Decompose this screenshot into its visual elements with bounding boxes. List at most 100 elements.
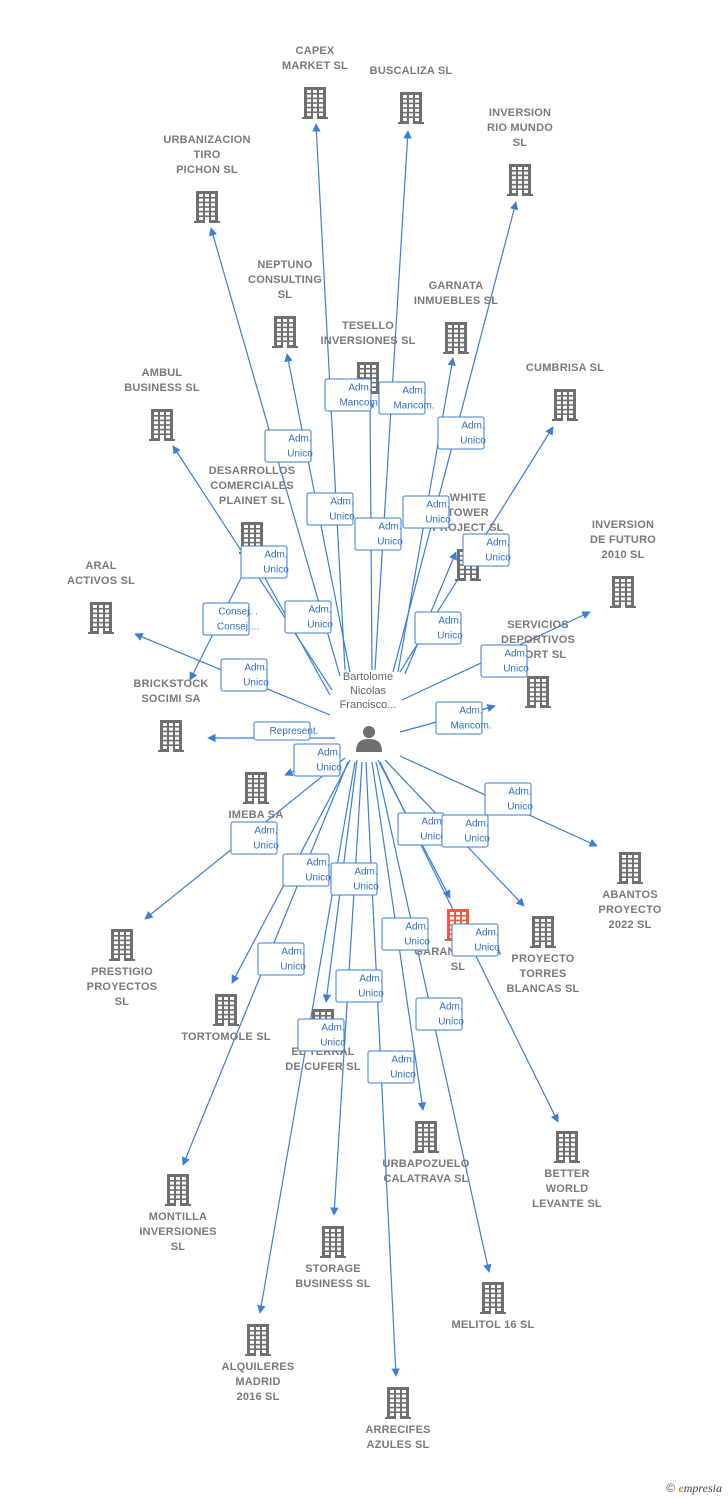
edge-label[interactable]: Adm.Mancom. [324,378,381,412]
edge-label[interactable]: Adm.Unico [230,821,279,855]
edge-label[interactable]: Adm.Unico [306,492,355,526]
edge-label-line: Mancom. [393,401,434,412]
edge-label-line: Consej. . [218,607,257,618]
edge-label[interactable]: Adm.Unico [381,917,430,951]
company-label-line: TORTOMOLE SL [181,1031,270,1043]
edge-label[interactable]: Adm.Unico [484,782,533,816]
edge-label-line: Unico [305,873,331,884]
person-node[interactable]: Bartolome Nicolas Francisco... [340,671,397,752]
edge-label[interactable]: Adm.Unico [354,517,403,551]
edge-label[interactable]: Adm.Unico [414,611,463,645]
company-label-line: LEVANTE SL [532,1198,602,1210]
company-node-melitol[interactable]: MELITOL 16 SL [452,1282,535,1331]
company-label-line: DEPORTIVOS [501,634,575,646]
edge-label-line: Unico [353,882,379,893]
company-label-line: CUMBRISA SL [526,362,604,374]
edge-label[interactable]: Adm.Unico [367,1050,416,1084]
person-label-line: Francisco... [340,699,397,711]
edge-label-line: Unico [377,537,403,548]
company-label-line: SL [513,137,528,149]
edge-label[interactable]: Represent. [253,721,318,741]
edge-label-line: Adm. [426,500,449,511]
edge-label[interactable]: Adm.Unico [264,429,313,463]
company-label-line: BRICKSTOCK [133,678,208,690]
company-label-line: SERVICIOS [507,619,569,631]
edge-label[interactable]: Adm.Unico [480,644,529,678]
company-node-imeba[interactable]: IMEBA SA [229,772,284,821]
edge-label[interactable]: Adm.Unico [451,923,500,957]
building-icon [158,720,184,752]
company-label-line: WORLD [546,1183,589,1195]
company-node-tortomole[interactable]: TORTOMOLE SL [181,994,271,1043]
edge-label-line: Unico [425,515,451,526]
building-icon [302,87,328,119]
edge-label-line: Mancom. [450,721,491,732]
edge-label[interactable]: Consej. .Consej.... [202,602,259,636]
edge-label[interactable]: Adm. Mancom. [378,381,435,415]
edge-label[interactable]: Adm.Unico [284,600,333,634]
edge-label-line: Adm. [475,928,498,939]
company-label-line: MONTILLA [149,1211,207,1223]
brand-logo[interactable]: empresia [678,1481,722,1495]
edge-label[interactable]: Adm.Unico [462,533,511,567]
edge-label[interactable]: Adm.Mancom. [435,701,492,735]
edge-label[interactable]: Adm. Unico [402,495,451,529]
company-label-line: CAPEX [296,45,335,57]
company-label-line: INMUEBLES SL [414,295,498,307]
edge-label[interactable]: Adm.Unico [330,862,379,896]
edge-label[interactable]: Adm.Unico [437,416,486,450]
building-icon [398,92,424,124]
company-label-line: PRESTIGIO [91,966,153,978]
company-label-line: URBANIZACION [163,134,250,146]
edge-label-line: Adm. [281,947,304,958]
edge-label[interactable]: Adm.Unico [220,658,269,692]
company-label-line: PROYECTO [598,904,661,916]
edge-label[interactable]: Adm.Unico [441,814,490,848]
company-label-line: BUSINESS SL [295,1278,371,1290]
edge-label-line: Unico [437,631,463,642]
company-label-line: CONSULTING [248,274,322,286]
company-label-line: DE CUFER SL [285,1061,361,1073]
edge-label[interactable]: Adm.Unico [415,997,464,1031]
edge-label[interactable]: Adm.Unico [293,743,342,777]
edge-label[interactable]: Adm.Unico [257,942,306,976]
company-node-cumbrisa[interactable]: CUMBRISA SL [526,362,604,421]
edge-label[interactable]: Adm.Unico [282,853,331,887]
edge-label[interactable]: Adm.Unico [397,812,446,846]
building-icon [109,929,135,961]
edge-label-line: Adm. [264,550,287,561]
edge-label[interactable]: Adm. Unico [240,545,289,579]
edge-label-line: Adm. [254,826,277,837]
company-node-buscaliza[interactable]: BUSCALIZA SL [370,65,453,124]
edge-label-line: Unico [263,565,289,576]
edge-label[interactable]: Adm.Unico [335,969,384,1003]
edge-label-line: Adm. [402,386,425,397]
edge-label[interactable]: Adm.Unico [297,1018,346,1052]
company-label-line: SL [115,996,130,1008]
company-label-line: INVERSIONES SL [320,335,415,347]
edge-label-line: Unico [503,664,529,675]
company-label-line: WHITE [450,492,486,504]
company-label-line: SL [451,961,466,973]
edge-label-line: Unico [287,449,313,460]
